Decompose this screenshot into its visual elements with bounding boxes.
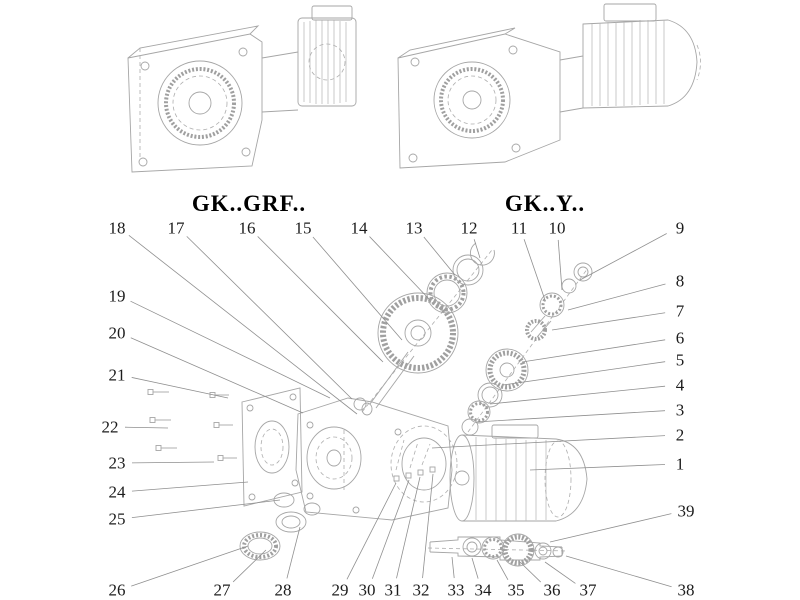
leader-line-10 xyxy=(557,239,563,291)
leader-line-26 xyxy=(131,545,249,587)
part-number-28: 28 xyxy=(274,580,292,600)
part-number-3: 3 xyxy=(675,400,685,420)
leader-line-25 xyxy=(131,499,281,519)
part-number-18: 18 xyxy=(108,218,126,238)
leader-line-17 xyxy=(186,236,353,400)
part-number-37: 37 xyxy=(579,580,597,600)
part-number-35: 35 xyxy=(507,580,525,600)
exploded-view xyxy=(147,242,593,567)
part-number-34: 34 xyxy=(474,580,492,600)
leader-line-16 xyxy=(257,236,384,363)
part-number-6: 6 xyxy=(675,328,685,348)
small-fasteners xyxy=(393,439,436,482)
leader-line-13 xyxy=(423,236,456,276)
part-number-11: 11 xyxy=(510,218,528,238)
bevel-pinion-assembly xyxy=(461,262,593,436)
leader-line-6 xyxy=(521,339,666,363)
leader-line-3 xyxy=(475,410,666,423)
leader-line-4 xyxy=(489,385,666,405)
part-number-36: 36 xyxy=(543,580,561,600)
leader-line-5 xyxy=(502,361,666,386)
leader-line-38 xyxy=(565,555,672,588)
leader-line-33 xyxy=(451,556,455,579)
gearbox-y-illustration xyxy=(397,3,701,169)
leader-lines xyxy=(124,233,672,588)
leader-line-2 xyxy=(431,435,666,449)
pinion-axis-line xyxy=(467,267,589,433)
part-number-39: 39 xyxy=(677,501,695,521)
part-number-10: 10 xyxy=(548,218,566,238)
bolt-set xyxy=(147,389,237,461)
leader-line-28 xyxy=(286,526,301,579)
leader-line-9 xyxy=(579,233,667,281)
part-number-21: 21 xyxy=(108,365,126,385)
part-number-4: 4 xyxy=(675,375,685,395)
part-number-38: 38 xyxy=(677,580,695,600)
part-number-9: 9 xyxy=(675,218,685,238)
leader-line-31 xyxy=(396,476,421,579)
leader-line-23 xyxy=(131,461,215,464)
leader-line-1 xyxy=(529,464,666,471)
part-number-27: 27 xyxy=(213,580,231,600)
part-number-32: 32 xyxy=(412,580,430,600)
part-number-17: 17 xyxy=(167,218,185,238)
part-number-22: 22 xyxy=(101,417,119,437)
leader-line-20 xyxy=(130,337,304,414)
leader-line-24 xyxy=(131,481,249,492)
leader-line-35 xyxy=(496,559,509,581)
part-number-1: 1 xyxy=(675,454,685,474)
leader-line-11 xyxy=(523,239,546,301)
part-number-2: 2 xyxy=(675,425,685,445)
leader-line-19 xyxy=(130,300,331,399)
leader-line-37 xyxy=(544,561,576,584)
housing xyxy=(295,397,458,521)
output-bearing-rings xyxy=(239,492,321,561)
output-axis-line xyxy=(427,547,569,552)
leader-line-22 xyxy=(124,426,169,429)
part-number-14: 14 xyxy=(350,218,368,238)
flange-plate xyxy=(241,387,303,507)
motor xyxy=(449,424,588,522)
leader-line-21 xyxy=(131,377,229,399)
part-number-25: 25 xyxy=(108,509,126,529)
leader-line-30 xyxy=(371,479,410,579)
leader-line-8 xyxy=(567,283,666,311)
part-number-19: 19 xyxy=(108,286,126,306)
gearbox-grf-illustration xyxy=(127,5,357,173)
leader-line-14 xyxy=(369,236,431,301)
part-number-24: 24 xyxy=(108,482,126,502)
output-shaft-assembly xyxy=(429,533,564,567)
part-number-20: 20 xyxy=(108,323,126,343)
leader-line-39 xyxy=(549,513,672,543)
part-number-30: 30 xyxy=(358,580,376,600)
leader-line-18 xyxy=(128,235,358,415)
part-number-33: 33 xyxy=(447,580,465,600)
leader-line-32 xyxy=(422,473,434,579)
part-number-29: 29 xyxy=(331,580,349,600)
part-number-13: 13 xyxy=(405,218,423,238)
part-number-12: 12 xyxy=(460,218,478,238)
variant-label-gk-grf: GK..GRF.. xyxy=(191,191,307,216)
part-number-5: 5 xyxy=(675,350,685,370)
part-number-15: 15 xyxy=(294,218,312,238)
part-number-31: 31 xyxy=(384,580,402,600)
helical-gear-assembly xyxy=(361,242,495,416)
leader-line-34 xyxy=(471,557,479,579)
part-number-8: 8 xyxy=(675,271,685,291)
part-number-16: 16 xyxy=(238,218,256,238)
part-number-7: 7 xyxy=(675,301,685,321)
leader-line-15 xyxy=(312,236,403,341)
part-number-26: 26 xyxy=(108,580,126,600)
leader-line-36 xyxy=(519,561,541,583)
part-number-23: 23 xyxy=(108,453,126,473)
leader-line-29 xyxy=(346,482,397,580)
variant-label-gk-y: GK..Y.. xyxy=(504,191,586,216)
leader-line-7 xyxy=(551,312,666,331)
leader-line-12 xyxy=(473,239,481,259)
leader-line-27 xyxy=(232,549,267,583)
